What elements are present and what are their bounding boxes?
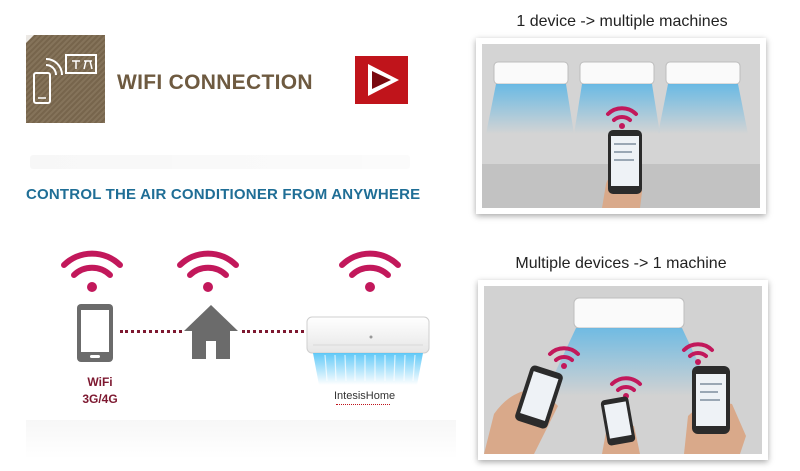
brand-underline — [336, 404, 390, 405]
photo-one-device-multiple-machines — [476, 38, 766, 214]
photo-caption-1: 1 device -> multiple machines — [516, 13, 728, 30]
photo-multiple-devices-one-machine — [478, 280, 768, 460]
connection-type-label: WiFi 3G/4G — [70, 374, 130, 408]
feature-logo-tile — [26, 35, 105, 123]
tagline: CONTROL THE AIR CONDITIONER FROM ANYWHER… — [26, 186, 421, 203]
wifi-icon — [177, 250, 239, 292]
play-icon — [355, 56, 408, 104]
wifi-icon — [61, 250, 123, 292]
air-conditioner-icon — [306, 316, 430, 385]
room-scene-illustration — [484, 286, 762, 454]
play-button[interactable] — [355, 56, 408, 104]
photo-scene — [482, 44, 760, 208]
smartphone-icon — [77, 304, 113, 362]
brand-logo: IntesisHome — [334, 390, 395, 402]
room-scene-illustration — [482, 44, 760, 208]
photo-caption-2: Multiple devices -> 1 machine — [515, 255, 727, 272]
photo-scene — [484, 286, 762, 454]
brand-part-2: Home — [365, 390, 396, 402]
floor-reflection — [26, 420, 456, 460]
wifi-icon — [339, 250, 401, 292]
decorative-shadow — [30, 155, 410, 169]
wifi-label: WiFi — [87, 375, 113, 389]
phone-to-ac-remote-icon — [26, 35, 97, 104]
mobile-data-label: 3G/4G — [82, 392, 118, 406]
connection-line — [120, 330, 182, 333]
feature-title: WIFI CONNECTION — [117, 71, 313, 94]
house-icon — [184, 305, 238, 359]
connection-line — [242, 330, 304, 333]
brand-part-1: Intesis — [334, 390, 366, 402]
